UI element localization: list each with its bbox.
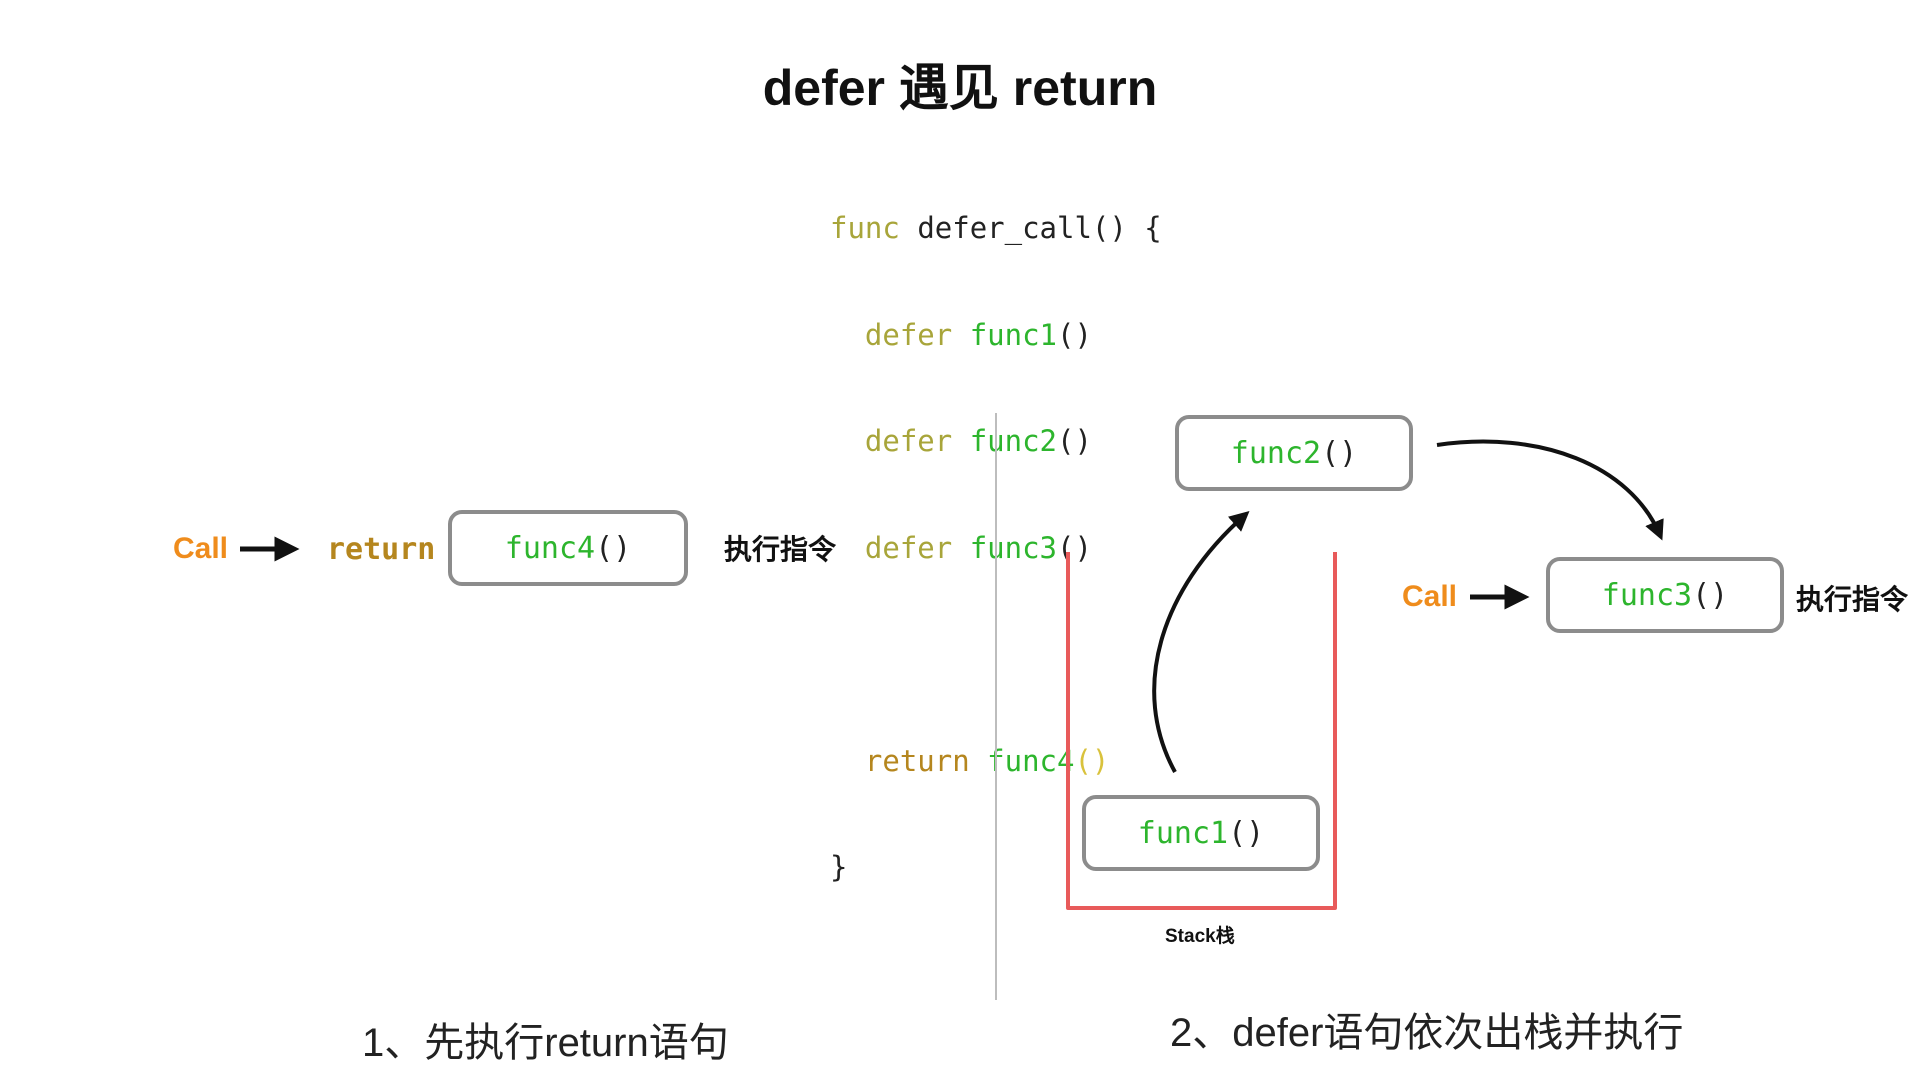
defer-keyword: defer [864, 530, 953, 565]
code-line-defer-2: defer func2() [830, 424, 1162, 460]
code-line-defer-1: defer func1() [830, 318, 1162, 354]
func3-parens: () [1692, 577, 1729, 613]
diagram-title: defer 遇见 return [762, 60, 1158, 116]
return-keyword: return [864, 743, 970, 778]
func-keyword: func [830, 211, 900, 245]
defer-keyword: defer [864, 317, 953, 352]
code-line-defer-3: defer func3() [830, 531, 1162, 567]
function-signature: defer_call() { [917, 211, 1162, 245]
func1-name: func1 [1137, 815, 1229, 851]
func2-name: func2 [1230, 435, 1322, 471]
defer-call-parens: () [1057, 530, 1092, 565]
func4-box: func4() [448, 510, 688, 586]
return-call-name: func4 [987, 743, 1075, 778]
pop-arrow-func2 [1436, 439, 1664, 541]
exec-label-right: 执行指令 [1796, 584, 1909, 615]
defer-call-parens: () [1057, 317, 1092, 352]
return-call-parens: () [1074, 743, 1110, 778]
defer-call-name: func2 [969, 424, 1058, 458]
func4-name: func4 [504, 530, 596, 566]
func2-box: func2() [1175, 415, 1413, 491]
defer-call-name: func1 [969, 317, 1058, 352]
code-line-closing: } [830, 850, 1162, 886]
return-label: return [327, 532, 436, 567]
func4-parens: () [595, 530, 632, 566]
pop-arrow-func1 [1152, 511, 1250, 773]
panel-divider [995, 413, 997, 1000]
stack-container [1066, 552, 1337, 910]
defer-keyword: defer [864, 424, 953, 458]
stack-label: Stack栈 [1165, 926, 1235, 947]
func1-parens: () [1228, 815, 1265, 851]
func3-name: func3 [1601, 577, 1693, 613]
call-label-left: Call [173, 532, 229, 565]
code-line-func: func defer_call() { [830, 211, 1162, 247]
defer-call-name: func3 [969, 530, 1058, 565]
code-line-return: return func4() [830, 744, 1162, 780]
caption-step-1: 1、先执行return语句 [362, 1021, 729, 1065]
call-label-right: Call [1402, 580, 1458, 613]
func1-box: func1() [1082, 795, 1320, 871]
defer-call-parens: () [1057, 424, 1092, 458]
func3-box: func3() [1546, 557, 1784, 633]
func2-parens: () [1321, 435, 1358, 471]
exec-label-left: 执行指令 [724, 534, 837, 565]
code-block: func defer_call() { defer func1() defer … [830, 140, 1162, 921]
closing-brace: } [830, 850, 848, 884]
caption-step-2: 2、defer语句依次出栈并执行 [1170, 1011, 1684, 1055]
